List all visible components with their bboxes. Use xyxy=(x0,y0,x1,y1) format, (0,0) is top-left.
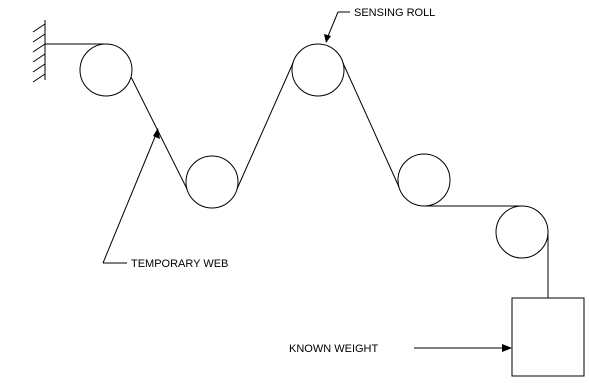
roll-5 xyxy=(495,205,549,259)
known-weight-box xyxy=(511,297,585,377)
temporary-web-path xyxy=(45,43,549,298)
temporary-web-leader xyxy=(102,128,160,264)
known-weight-label: KNOWN WEIGHT xyxy=(289,343,378,355)
roll-1 xyxy=(79,43,133,97)
wall-anchor xyxy=(32,20,46,83)
temporary-web-label: TEMPORARY WEB xyxy=(131,258,228,270)
roll-4 xyxy=(397,153,451,207)
sensing-roll-label: SENSING ROLL xyxy=(354,7,435,19)
roll-2 xyxy=(185,155,239,209)
sensing-roll xyxy=(291,43,345,97)
sensing-roll-leader xyxy=(324,11,350,43)
known-weight-leader xyxy=(414,344,512,352)
